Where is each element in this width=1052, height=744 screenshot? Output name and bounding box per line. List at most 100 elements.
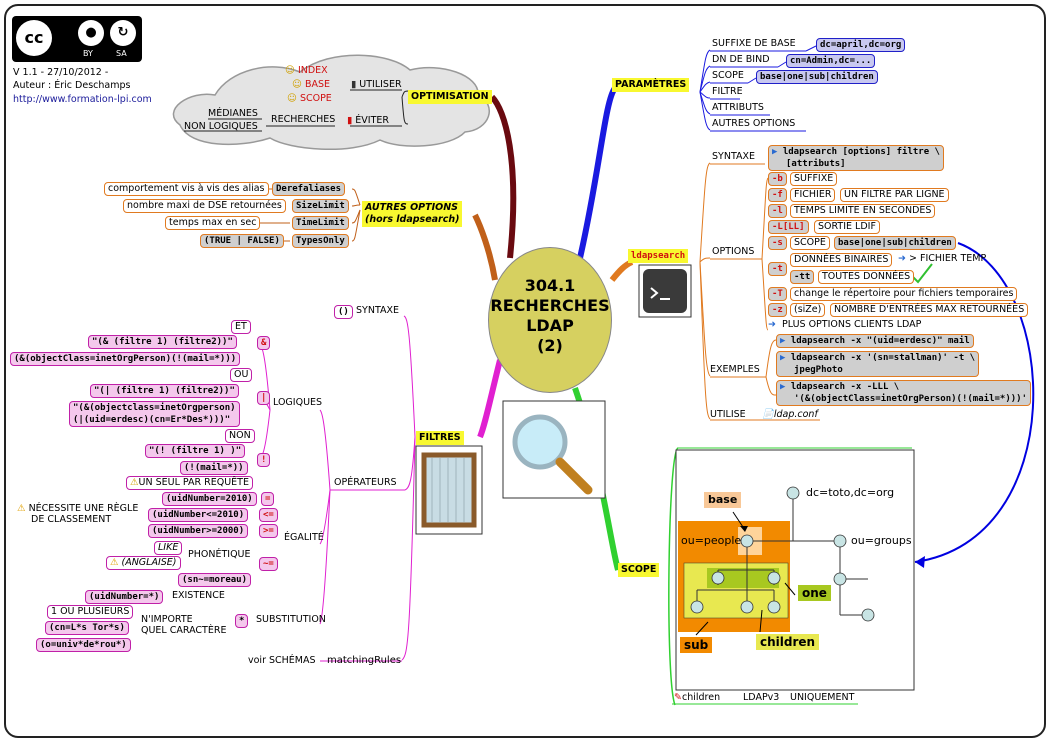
opt-f-desc: FICHIER: [790, 188, 836, 202]
sizelimit-desc: nombre maxi de DSE retournées: [123, 199, 286, 213]
filtres-title: FILTRES: [416, 431, 464, 445]
ldap-conf-file: 📄ldap.conf: [762, 409, 818, 420]
page-frame: [4, 4, 1046, 738]
eq-operator: =: [261, 492, 275, 506]
by-attribution-icon: ●: [78, 20, 104, 46]
example-3: ▶ ldapsearch -x -LLL \ '(&(objectClass=i…: [776, 380, 1031, 406]
param-suffixe-value: dc=april,dc=org: [816, 38, 906, 52]
scope-children-note: ✎children: [674, 692, 721, 703]
license-sa-label: SA: [116, 49, 127, 58]
license-by-label: BY: [83, 49, 93, 58]
ldapsearch-syntaxe-label: SYNTAXE: [712, 151, 756, 162]
logic-et-label: ET: [231, 320, 251, 334]
logic-or-example-2: "(&(objectclass=inetOrgperson) (|(uid=er…: [69, 401, 240, 427]
ge-operator: >=: [259, 524, 278, 538]
param-scope-value: base|one|sub|children: [756, 70, 878, 84]
opt-b-desc: SUFFIXE: [790, 172, 838, 186]
opt-tt-flag: -tt: [790, 270, 815, 284]
version-text: V 1.1 - 27/10/2012 -: [13, 67, 109, 78]
substitution-label: SUBSTITUTION: [256, 614, 326, 625]
eq-example-2: (uidNumber<=2010): [148, 508, 249, 522]
filtre-egalite-label: ÉGALITÉ: [284, 532, 324, 543]
ldapsearch-exemples-label: EXEMPLES: [710, 364, 760, 375]
param-attributs: ATTRIBUTS: [712, 102, 764, 113]
filtre-logiques-label: LOGIQUES: [273, 397, 323, 408]
parametres-title: PARAMÈTRES: [612, 78, 690, 92]
terminal-icon: ▶: [780, 382, 786, 392]
scope-uniquement-label: UNIQUEMENT: [790, 692, 855, 703]
le-operator: <=: [259, 508, 278, 522]
logic-and-example-1: "(& (filtre 1) (filtre2))": [88, 335, 237, 349]
example-1: ▶ ldapsearch -x "(uid=erdesc)" mail: [776, 334, 974, 348]
opt-T-flag: -T: [768, 287, 787, 301]
optim-scope-label: ☺ SCOPE: [287, 93, 332, 104]
phonetique-label: PHONÉTIQUE: [188, 549, 251, 560]
opt-L-flag: -L[LL]: [768, 220, 809, 234]
opt-t-flag: -t: [768, 262, 787, 276]
logic-not-example-1: "(! (filtre 1) )": [145, 444, 246, 458]
opt-s-flag: -s: [768, 236, 787, 250]
opt-z-extra: NOMBRE D'ENTRÉES MAX RETOURNÉES: [830, 303, 1029, 317]
opt-l-flag: -l: [768, 204, 787, 218]
approx-example: (sn~=moreau): [178, 573, 252, 587]
ldapsearch-utilise-label: UTILISE: [710, 409, 746, 420]
existence-example: (uidNumber=*): [85, 590, 164, 604]
smiley-icon: ☺: [287, 93, 297, 104]
typesonly-desc: (TRUE | FALSE): [200, 234, 284, 248]
ldapsearch-syntaxe-cmd: ▶ ldapsearch [options] filtre \ [attribu…: [768, 145, 944, 171]
logic-and-operator: &: [257, 336, 271, 350]
opt-T-desc: change le répertoire pour fichiers tempo…: [790, 287, 1018, 301]
scope-sub-tag: sub: [680, 637, 713, 653]
eq-example-3: (uidNumber>=2000): [148, 524, 249, 538]
warning-icon: ⚠: [17, 503, 26, 514]
logic-or-operator: |: [257, 391, 271, 405]
scope-one-tag: one: [798, 585, 831, 601]
scope-title: SCOPE: [618, 563, 660, 577]
param-filtre: FILTRE: [712, 86, 743, 97]
file-icon: 📄: [762, 409, 774, 420]
smiley-icon: ☺: [292, 79, 302, 90]
eq-example-1: (uidNumber=2010): [162, 492, 257, 506]
autres-options-title: AUTRES OPTIONS (hors ldapsearch): [362, 201, 463, 227]
sizelimit-option: SizeLimit: [292, 199, 349, 213]
scope-groups-label: ou=groups: [851, 534, 912, 547]
plus-options-label: ➜ PLUS OPTIONS CLIENTS LDAP: [768, 319, 922, 330]
logic-ou-label: OU: [230, 368, 253, 382]
param-scope: SCOPE: [712, 70, 744, 81]
pencil-icon: ✎: [674, 692, 682, 703]
center-line-3: LDAP: [526, 316, 574, 335]
cc-license-badge: cc ● ↻ BY SA: [12, 16, 142, 62]
example-2: ▶ ldapsearch -x '(sn=stallman)' -t \ jpe…: [776, 351, 980, 377]
un-ou-plusieurs-label: 1 OU PLUSIEURS: [47, 605, 134, 619]
info-icon: ⚠: [130, 477, 139, 488]
scope-base-tag: base: [704, 492, 742, 508]
substitution-star-operator: *: [235, 614, 249, 628]
opt-b-flag: -b: [768, 172, 787, 186]
nimporte-label: N'IMPORTE QUEL CARACTÈRE: [141, 614, 227, 636]
website-link[interactable]: http://www.formation-lpi.com: [13, 94, 152, 105]
cc-logo-icon: cc: [16, 20, 52, 56]
autres-options-title-line1: AUTRES OPTIONS: [365, 202, 458, 213]
opt-s-desc: SCOPE: [790, 236, 830, 250]
optim-utiliser-label: ▮ UTILISER: [351, 79, 402, 90]
terminal-icon: ▶: [780, 353, 786, 363]
ldapsearch-options-label: OPTIONS: [712, 246, 755, 257]
opt-t-desc: DONNÉES BINAIRES: [790, 253, 893, 267]
sa-sharealike-icon: ↻: [110, 20, 136, 46]
egalite-warning: ⚠ NÉCESSITE UNE RÈGLE DE CLASSEMENT: [17, 503, 139, 525]
like-label: LIKE: [154, 541, 183, 555]
typesonly-option: TypesOnly: [292, 234, 349, 248]
approx-operator: ~=: [259, 557, 278, 571]
logic-not-example-2: (!(mail=*)): [180, 461, 248, 475]
opt-t-extra: ➜ > FICHIER TEMP: [898, 253, 987, 264]
center-line-2: RECHERCHES: [490, 296, 610, 315]
center-node: 304.1 RECHERCHES LDAP (2): [488, 247, 612, 393]
terminal-icon: ▶: [772, 147, 778, 157]
substitution-example-1: (cn=L*s Tor*s): [45, 621, 129, 635]
optim-recherches-label: RECHERCHES: [271, 114, 336, 125]
logic-not-operator: !: [257, 453, 271, 467]
autres-options-title-line2: (hors ldapsearch): [365, 214, 460, 225]
scope-people-label: ou=people: [681, 534, 742, 547]
anglaise-label: ⚠ (ANGLAISE): [106, 556, 181, 570]
